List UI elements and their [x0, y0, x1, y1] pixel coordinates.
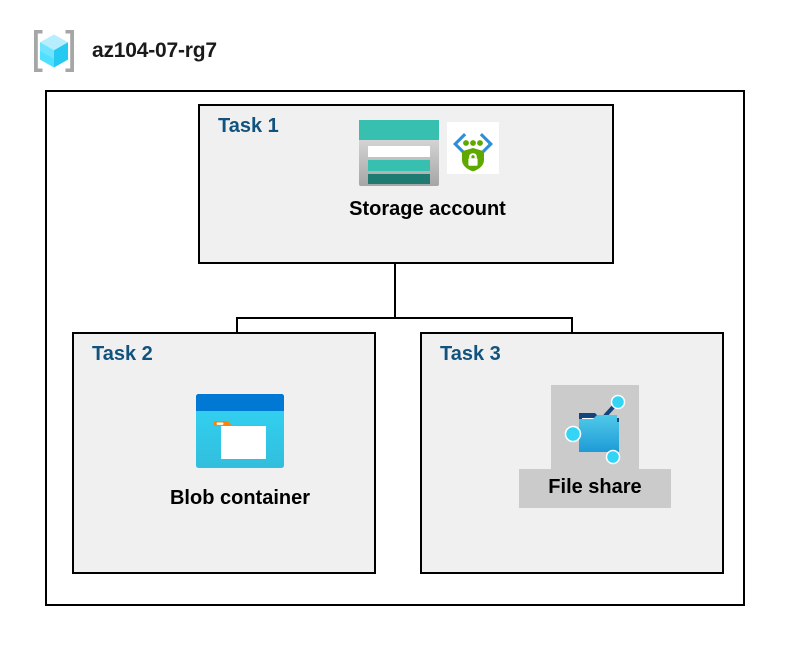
blob-container-node[interactable]: Blob container — [150, 392, 330, 510]
task-1-label: Task 1 — [218, 115, 279, 137]
private-endpoint-shield-lock-icon — [446, 122, 499, 174]
file-share-selection-highlight — [551, 385, 639, 473]
task-2-label: Task 2 — [92, 343, 153, 365]
task-3-label: Task 3 — [440, 343, 501, 365]
azure-blob-container-icon — [196, 394, 284, 468]
file-share-caption: File share — [519, 469, 671, 508]
azure-file-share-icon — [564, 394, 626, 465]
resource-group-header: az104-07-rg7 — [30, 26, 217, 76]
storage-account-icon-group — [357, 118, 499, 190]
blob-container-caption: Blob container — [169, 487, 310, 509]
storage-account-node[interactable]: Storage account — [340, 118, 515, 221]
storage-account-caption: Storage account — [349, 198, 506, 220]
resource-group-name: az104-07-rg7 — [92, 39, 217, 62]
file-share-node[interactable]: File share — [500, 385, 690, 508]
azure-resource-group-cube-icon — [30, 27, 78, 75]
azure-storage-account-icon — [358, 120, 439, 186]
